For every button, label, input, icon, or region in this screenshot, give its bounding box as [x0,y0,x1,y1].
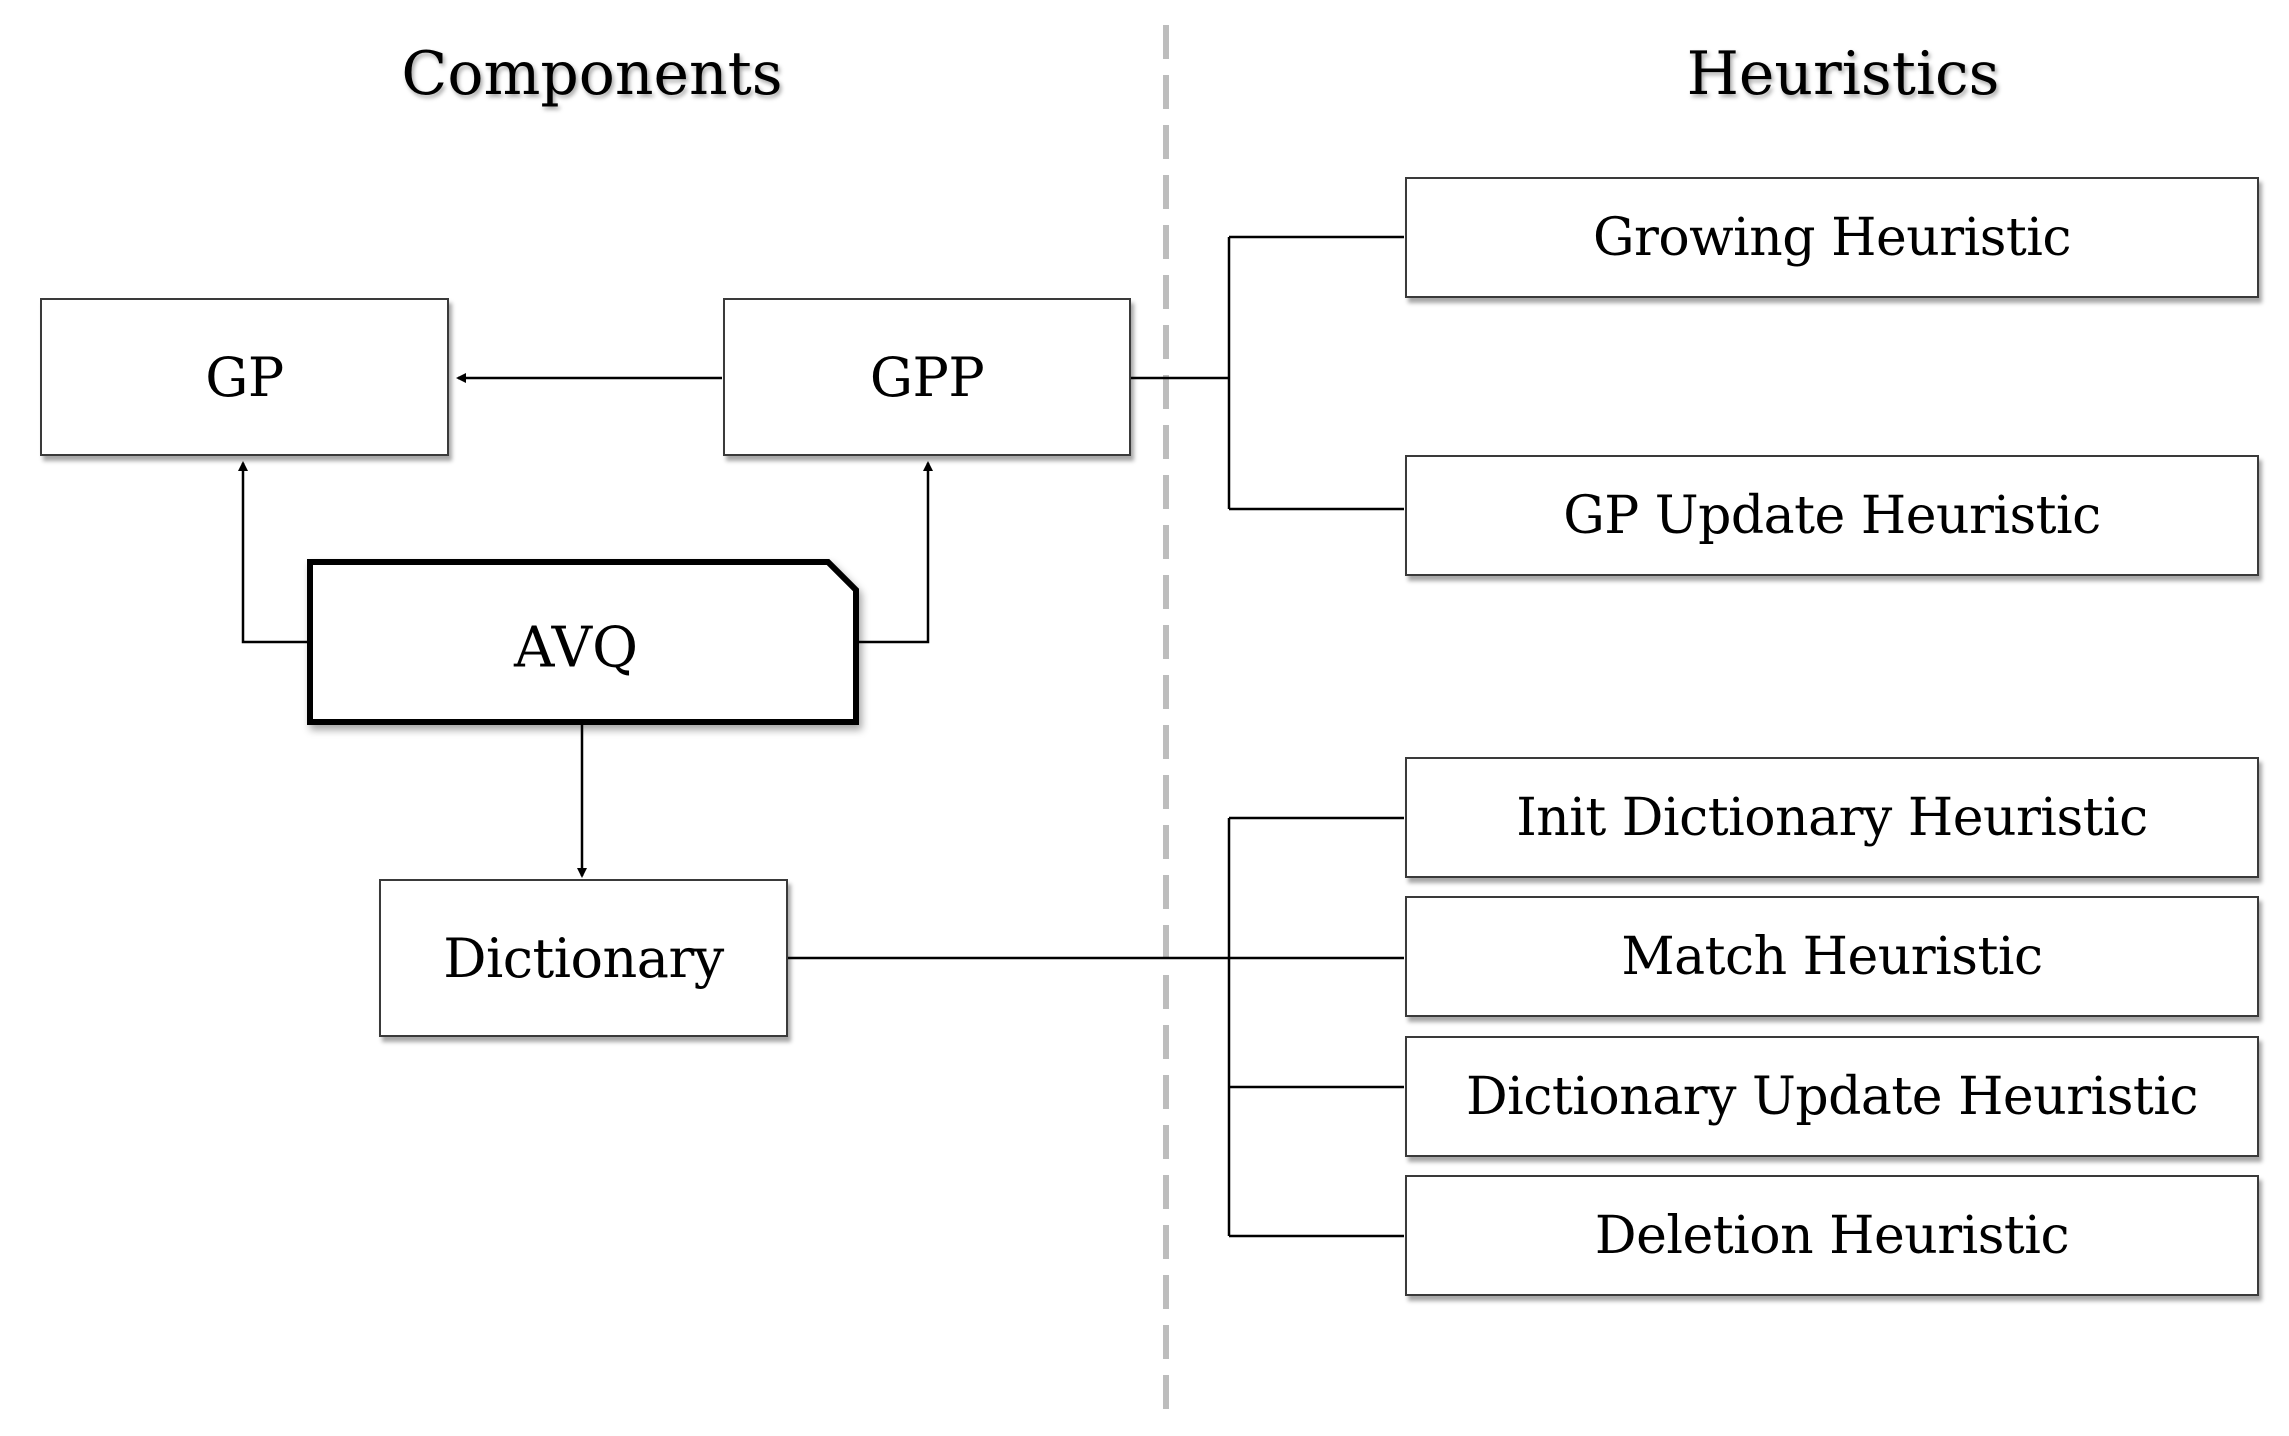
dictionary-label: Dictionary [443,926,724,990]
gpp-box: GPP [723,298,1131,456]
arrow-avq-to-gp [238,461,310,644]
arrow-avq-to-gpp [856,461,933,644]
gp-update-heuristic-box: GP Update Heuristic [1405,455,2259,576]
growing-heuristic-label: Growing Heuristic [1592,207,2072,268]
growing-heuristic-box: Growing Heuristic [1405,177,2259,298]
gp-box: GP [40,298,449,456]
components-title: Components [401,39,783,109]
init-dictionary-heuristic-box: Init Dictionary Heuristic [1405,757,2259,878]
deletion-heuristic-label: Deletion Heuristic [1594,1205,2070,1266]
avq-label: AVQ [513,615,639,681]
gp-update-heuristic-label: GP Update Heuristic [1563,485,2101,546]
match-heuristic-box: Match Heuristic [1405,896,2259,1017]
gp-label: GP [205,345,284,409]
heuristics-title: Heuristics [1686,39,2000,109]
init-dictionary-heuristic-label: Init Dictionary Heuristic [1516,787,2148,848]
avq-box-shape [307,559,859,725]
deletion-heuristic-box: Deletion Heuristic [1405,1175,2259,1296]
dictionary-update-heuristic-box: Dictionary Update Heuristic [1405,1036,2259,1157]
gpp-label: GPP [869,345,985,409]
dictionary-update-heuristic-label: Dictionary Update Heuristic [1465,1066,2199,1127]
dictionary-box: Dictionary [379,879,788,1037]
match-heuristic-label: Match Heuristic [1621,926,2043,987]
